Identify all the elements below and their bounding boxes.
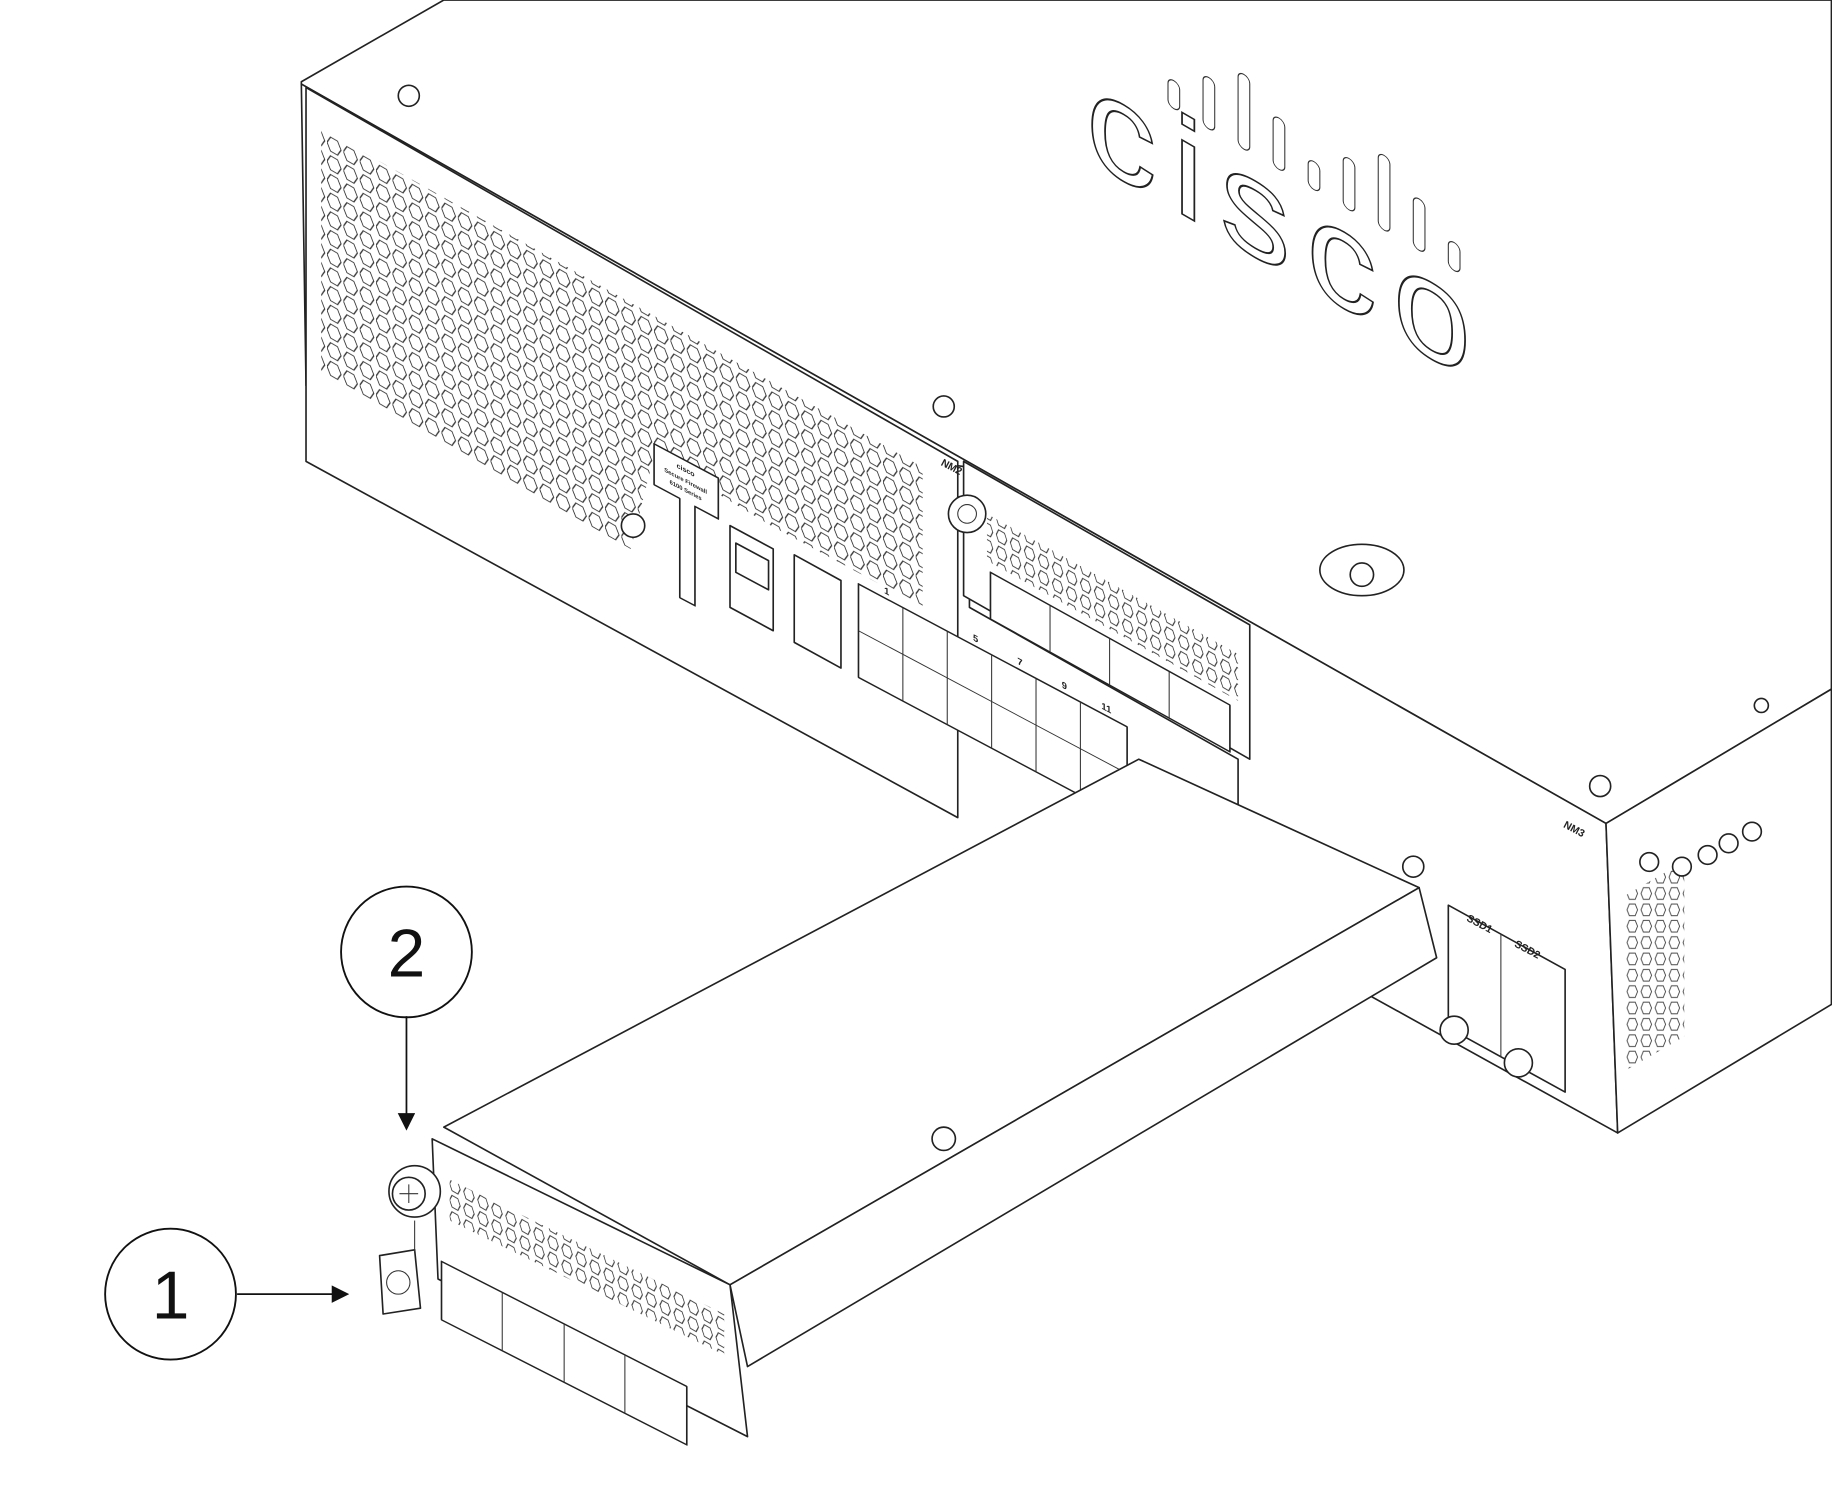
side-screw	[1671, 856, 1693, 877]
front-vent-grille	[321, 128, 923, 608]
side-screw	[1718, 833, 1739, 854]
power-button	[620, 513, 646, 539]
svg-text:2: 2	[388, 916, 426, 991]
side-screw	[1639, 851, 1660, 873]
svg-text:1: 1	[884, 586, 890, 599]
port-cover	[378, 1220, 422, 1315]
product-label: cisco Secure Firewall 6100 Series	[653, 442, 720, 607]
svg-text:5: 5	[973, 633, 979, 646]
side-screw	[1697, 844, 1718, 866]
side-screw	[1741, 821, 1763, 842]
side-vent	[1625, 861, 1685, 1071]
captive-screw	[388, 1164, 442, 1218]
fixed-sfp-ports: 1 5 7 9 11	[857, 583, 1128, 822]
network-module	[431, 758, 1438, 1446]
svg-text:1: 1	[152, 1259, 190, 1334]
top-screws	[397, 84, 1770, 798]
svg-text:11: 11	[1101, 701, 1111, 717]
callout-1: 1	[104, 1227, 350, 1361]
svg-text:7: 7	[1017, 656, 1023, 669]
svg-text:9: 9	[1062, 680, 1068, 693]
ssd-slots: SSD1 SSD2	[1439, 904, 1566, 1093]
callout-2: 2	[340, 885, 473, 1131]
management-ports	[729, 524, 842, 669]
nm2-installed-module: NM2	[939, 457, 1251, 761]
